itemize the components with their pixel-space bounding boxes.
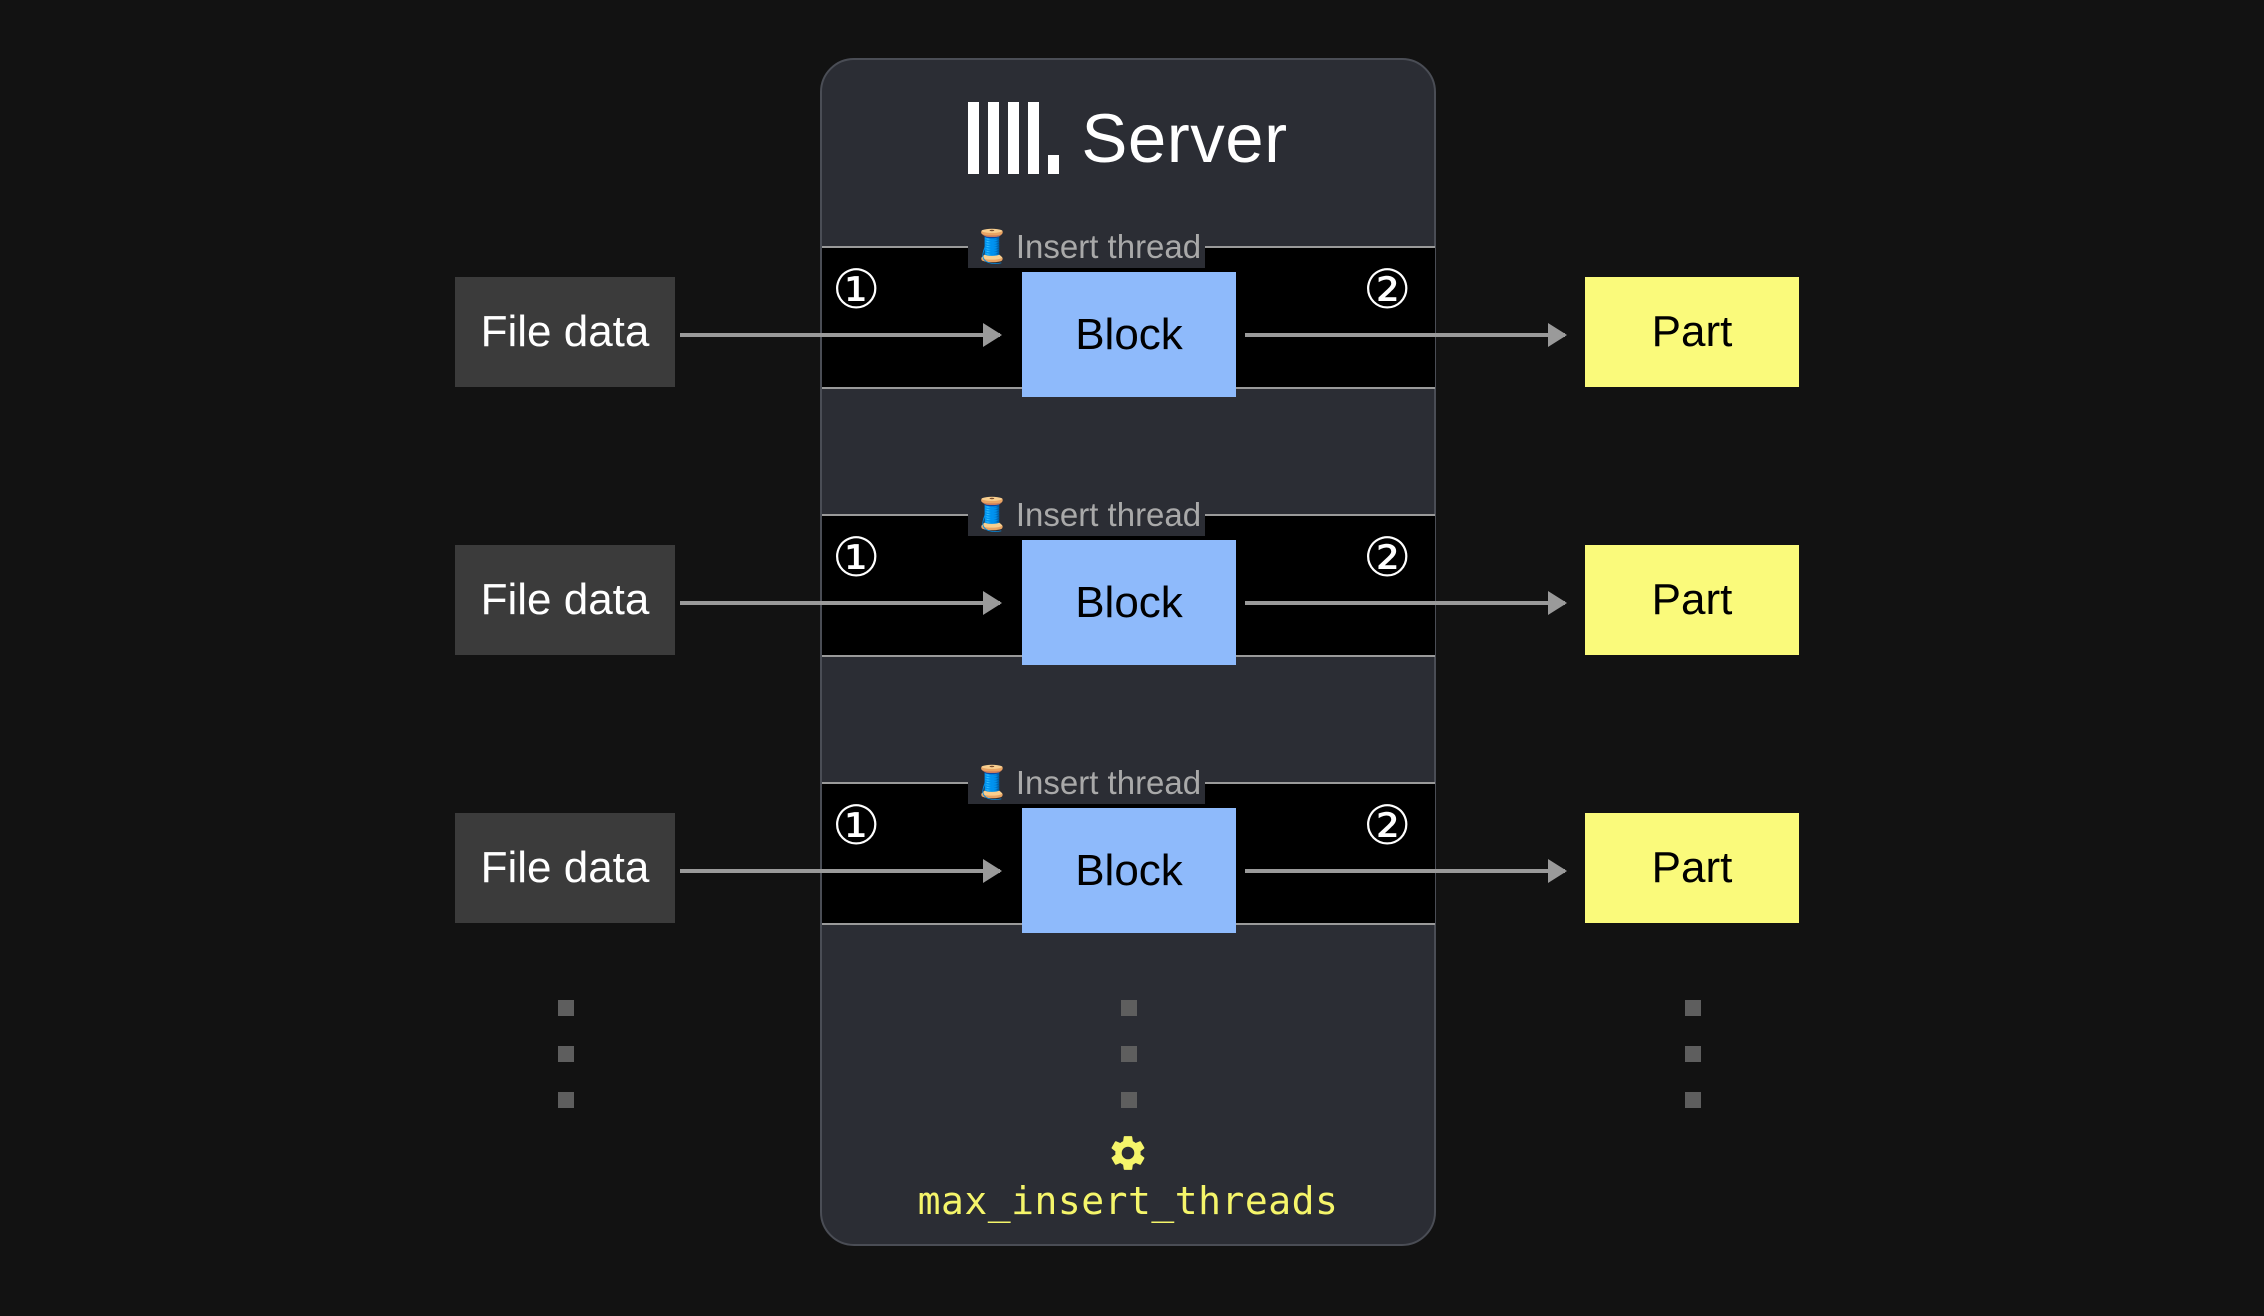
ellipsis-dot (558, 1046, 574, 1062)
block-box: Block (1022, 540, 1236, 665)
step-marker-in: ① (832, 526, 881, 589)
part-box: Part (1585, 277, 1799, 387)
ellipsis-dot (1685, 1046, 1701, 1062)
ellipsis-right (1685, 1000, 1701, 1108)
ellipsis-left (558, 1000, 574, 1108)
file-data-box: File data (455, 813, 675, 923)
insert-thread-label: 🧵 Insert thread (968, 760, 1206, 804)
block-box: Block (1022, 272, 1236, 397)
part-box: Part (1585, 813, 1799, 923)
ellipsis-dot (1121, 1092, 1137, 1108)
step-marker-in: ① (832, 794, 881, 857)
arrow-file-to-block (680, 869, 1000, 873)
ellipsis-dot (1685, 1092, 1701, 1108)
insert-thread-label: 🧵 Insert thread (968, 492, 1206, 536)
clickhouse-logo-icon (968, 102, 1060, 174)
ellipsis-dot (1121, 1000, 1137, 1016)
insert-thread-label-text: Insert thread (1015, 227, 1202, 265)
server-title: Server (1081, 99, 1288, 177)
step-marker-out: ② (1363, 794, 1412, 857)
arrow-block-to-part (1245, 333, 1565, 337)
gear-icon (1111, 1136, 1145, 1170)
arrow-file-to-block (680, 333, 1000, 337)
thread-spool-icon: 🧵 (972, 228, 1012, 264)
part-box: Part (1585, 545, 1799, 655)
file-data-box: File data (455, 545, 675, 655)
setting-annotation: max_insert_threads (820, 1132, 1436, 1220)
ellipsis-dot (558, 1000, 574, 1016)
step-marker-in: ① (832, 258, 881, 321)
setting-name: max_insert_threads (917, 1179, 1339, 1223)
server-title-row: Server (820, 88, 1436, 188)
arrow-block-to-part (1245, 869, 1565, 873)
insert-thread-label: 🧵 Insert thread (968, 224, 1206, 268)
thread-spool-icon: 🧵 (972, 764, 1012, 800)
insert-thread-label-text: Insert thread (1015, 495, 1202, 533)
step-marker-out: ② (1363, 526, 1412, 589)
block-box: Block (1022, 808, 1236, 933)
ellipsis-dot (1121, 1046, 1137, 1062)
insert-thread-label-text: Insert thread (1015, 763, 1202, 801)
arrow-block-to-part (1245, 601, 1565, 605)
file-data-box: File data (455, 277, 675, 387)
thread-spool-icon: 🧵 (972, 496, 1012, 532)
ellipsis-center (1121, 1000, 1137, 1108)
ellipsis-dot (558, 1092, 574, 1108)
ellipsis-dot (1685, 1000, 1701, 1016)
arrow-file-to-block (680, 601, 1000, 605)
step-marker-out: ② (1363, 258, 1412, 321)
